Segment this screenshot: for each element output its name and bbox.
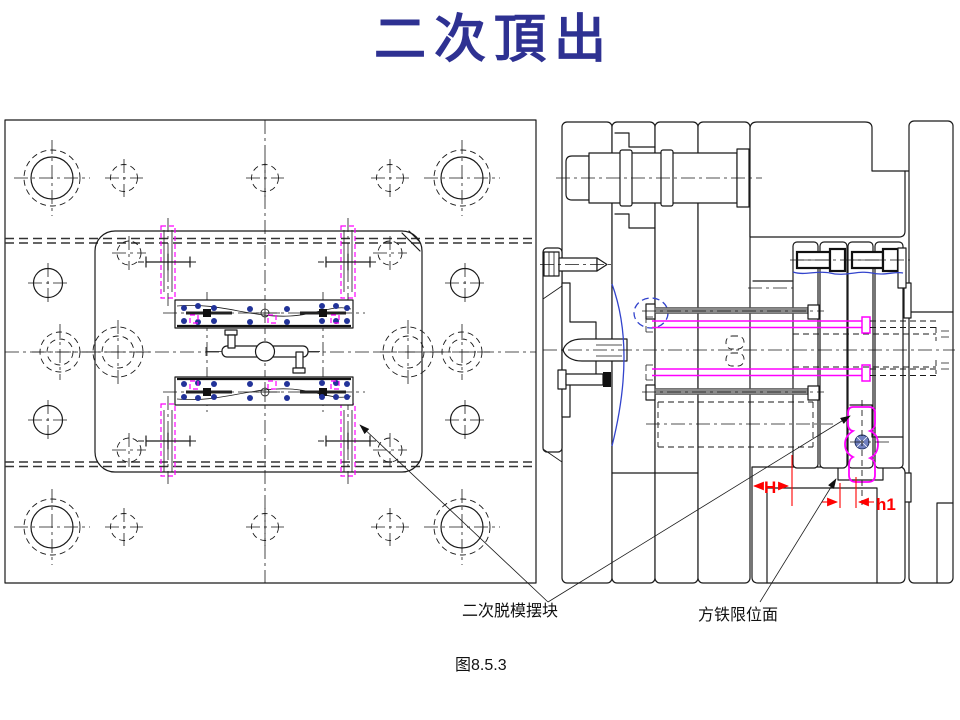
leader-to-limit-surface	[759, 478, 837, 603]
ejector-housing-outline	[94, 230, 423, 473]
plan-view	[4, 119, 537, 584]
center-linkage	[205, 329, 320, 374]
top-guide-pin	[556, 148, 762, 208]
screw-holes	[105, 159, 409, 546]
dimension-h1-label: h1	[876, 495, 896, 514]
corner-notch	[401, 230, 421, 252]
limit-surface-label: 方铁限位面	[698, 606, 778, 624]
revision-cloud-line	[792, 271, 904, 275]
dimension-h1: h1	[822, 477, 896, 514]
leader-arrows	[359, 415, 851, 603]
magenta-markers	[189, 314, 340, 390]
ejector-plates	[792, 241, 904, 469]
swing-block-top-screws	[181, 303, 350, 325]
figure-caption: 图8.5.3	[455, 657, 507, 674]
leader-to-section-swing-block	[547, 415, 851, 603]
stop-pin	[557, 369, 611, 390]
corner-bolt-holes	[14, 140, 500, 565]
dimension-H-label: H	[764, 478, 776, 497]
return-pins	[642, 303, 824, 401]
hidden-lines	[646, 327, 949, 448]
ejector-plate-bolts	[790, 247, 910, 289]
swing-block-bottom	[163, 376, 365, 406]
right-clamp-plate	[908, 120, 954, 584]
mold-plates	[561, 120, 954, 584]
swing-block-top	[163, 299, 365, 329]
ejector-pin-groups	[138, 218, 378, 484]
hidden-side-bores	[32, 320, 490, 384]
clamp-bolt	[540, 251, 614, 277]
swing-block-section	[844, 400, 904, 505]
secondary-ejector-pins	[645, 316, 936, 382]
return-pin-holes	[28, 263, 485, 440]
section-view: H h1	[540, 120, 955, 584]
leader-to-plan-swing-block	[359, 424, 549, 603]
top-clamp-block	[749, 121, 906, 238]
slide-title: 二次頂出	[374, 11, 614, 69]
dimension-H: H	[752, 455, 793, 506]
swing-block-label: 二次脱模摆块	[462, 602, 558, 620]
